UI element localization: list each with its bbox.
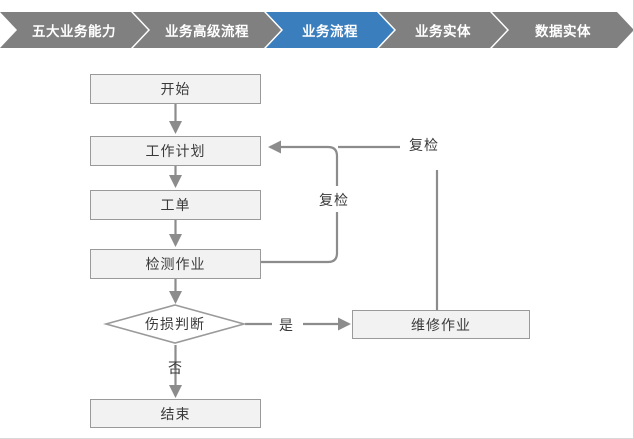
breadcrumb-item-1-label: 业务高级流程: [165, 24, 249, 39]
flow-node-start-label: 开始: [160, 81, 191, 97]
flow-node-inspect[interactable]: 检测作业: [90, 249, 261, 279]
flow-node-plan-label: 工作计划: [145, 143, 206, 159]
breadcrumb-item-3[interactable]: 业务实体: [379, 12, 507, 48]
breadcrumb-item-4-label: 数据实体: [535, 24, 591, 39]
breadcrumb-item-2[interactable]: 业务流程: [266, 12, 394, 48]
flow-node-decision[interactable]: 伤损判断: [102, 304, 248, 344]
breadcrumb-item-0[interactable]: 五大业务能力: [0, 12, 148, 48]
breadcrumb-item-0-label: 五大业务能力: [32, 24, 116, 39]
flow-node-inspect-label: 检测作业: [145, 256, 206, 272]
breadcrumb-item-2-label: 业务流程: [302, 24, 358, 39]
breadcrumb-item-3-label: 业务实体: [415, 24, 471, 39]
flow-node-workorder[interactable]: 工单: [90, 190, 261, 220]
edge-label-yes: 是: [279, 317, 294, 333]
edge-label-recheck-inner: 复检: [319, 192, 349, 208]
flow-node-plan[interactable]: 工作计划: [90, 136, 261, 166]
edge-label-recheck-outer: 复检: [409, 137, 439, 153]
breadcrumb-item-1[interactable]: 业务高级流程: [133, 12, 281, 48]
flow-node-start[interactable]: 开始: [90, 74, 261, 104]
flow-node-end-label: 结束: [160, 405, 191, 422]
breadcrumb: 五大业务能力 业务高级流程 业务流程 业务实体 数据实体: [0, 12, 634, 48]
edge-label-no: 否: [168, 360, 183, 376]
flow-node-end[interactable]: 结束: [90, 399, 261, 428]
flow-node-workorder-label: 工单: [160, 197, 191, 213]
flow-node-repair[interactable]: 维修作业: [352, 310, 530, 339]
flow-node-decision-label: 伤损判断: [145, 316, 205, 332]
flow-node-repair-label: 维修作业: [411, 316, 471, 333]
breadcrumb-item-4[interactable]: 数据实体: [492, 12, 634, 48]
